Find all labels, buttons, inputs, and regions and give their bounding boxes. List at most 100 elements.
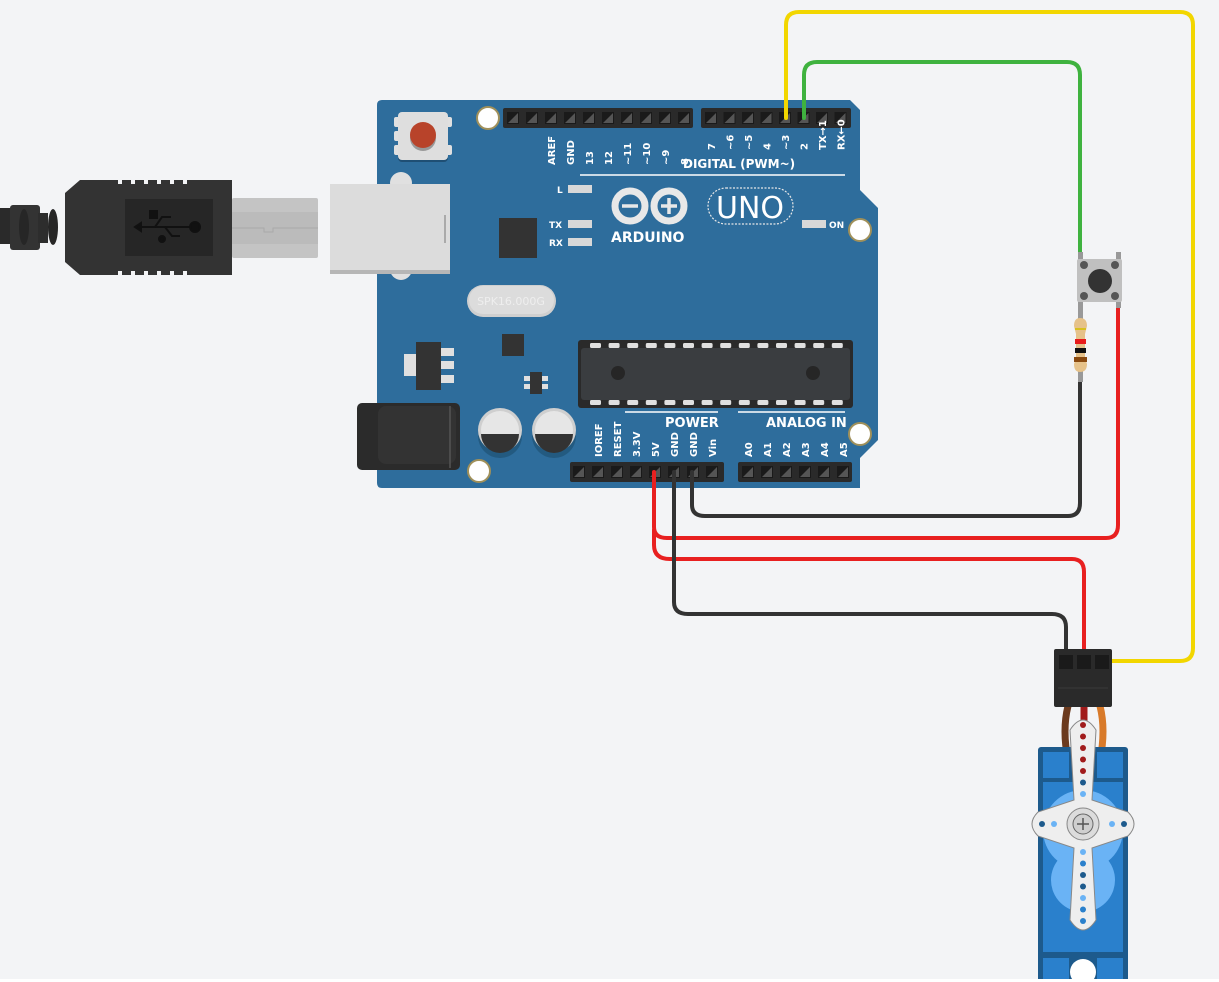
digital-pin-label: 13 [585,151,596,165]
analog-pin-label: A4 [820,442,831,457]
analog-pin-label: A0 [744,442,755,457]
analog-header-label: ANALOG IN [766,416,847,431]
digital-pin-socket[interactable] [602,112,614,124]
digital-pin-socket[interactable] [678,112,690,124]
digital-pin-socket[interactable] [742,112,754,124]
small-chip [502,334,524,356]
power-header-label: POWER [665,416,719,431]
power-pin-label: 3.3V [632,431,643,457]
mounting-hole [476,106,500,130]
digital-pin-label: ~6 [726,135,737,150]
digital-pin-socket[interactable] [564,112,576,124]
digital-pin-label: ~5 [744,135,755,150]
power-pin-socket[interactable] [573,466,585,478]
digital-pin-socket[interactable] [659,112,671,124]
analog-pin-label: A2 [782,442,793,457]
power-pin-label: RESET [613,421,624,457]
led-on: ON [802,220,844,231]
transistor [524,372,548,394]
digital-pin-label: 4 [763,143,774,150]
digital-pin-socket[interactable] [760,112,773,124]
resistor[interactable] [1074,318,1087,382]
digital-pin-label: ~3 [781,135,792,150]
usb-icon [133,210,201,243]
digital-pin-socket[interactable] [545,112,557,124]
servo-motor[interactable] [1031,649,1135,982]
usb-cable[interactable] [0,180,318,275]
digital-pin-label: 12 [604,151,615,165]
digital-pin-socket[interactable] [583,112,595,124]
mounting-hole [848,218,872,242]
power-pin-socket[interactable] [611,466,623,478]
digital-pin-label: GND [566,140,577,165]
svg-text:RX: RX [549,239,563,249]
servo-horn[interactable] [1031,719,1135,931]
digital-pin-socket[interactable] [640,112,652,124]
digital-pin-socket[interactable] [507,112,519,124]
arduino-logo-icon [611,187,688,225]
digital-pin-label: RX←0 [837,119,848,150]
power-pin-label: Vin [708,439,719,457]
digital-pin-label: TX→1 [818,120,829,150]
digital-pin-socket[interactable] [526,112,538,124]
mounting-hole [848,422,872,446]
usb-controller-chip [499,218,537,258]
digital-pin-socket[interactable] [723,112,736,124]
digital-pin-socket[interactable] [621,112,633,124]
pushbutton[interactable] [1077,252,1122,326]
digital-header [503,108,851,128]
analog-pin-label: A5 [839,442,850,457]
svg-text:L: L [557,186,563,196]
analog-pin-label: A3 [801,442,812,457]
digital-pin-socket[interactable] [705,112,717,124]
reset-button[interactable] [394,112,452,162]
analog-pin-label: A1 [763,442,774,457]
voltage-regulator [404,342,454,390]
usb-port [330,172,450,280]
analog-pin-socket[interactable] [837,466,849,478]
led-tx: TX [549,220,592,231]
digital-pin-label: AREF [547,136,558,165]
digital-pin-label: ~11 [623,143,634,165]
analog-pin-socket[interactable] [818,466,830,478]
digital-pin-label: ~9 [661,150,672,165]
wire-black-gnd-servo[interactable] [672,470,1068,657]
analog-pin-socket[interactable] [780,466,792,478]
svg-text:TX: TX [549,221,562,231]
svg-text:SPK16.000G: SPK16.000G [477,295,545,308]
power-header [570,462,724,482]
crystal: SPK16.000G [467,285,556,317]
wire-red-5v-servo[interactable] [652,528,1086,657]
power-pin-label: GND [689,432,700,457]
digital-pin-socket[interactable] [816,112,828,124]
digital-pin-label: 2 [800,143,811,150]
canvas-bottom-edge [0,979,1219,982]
analog-pin-socket[interactable] [761,466,773,478]
dc-power-jack [357,403,460,470]
power-pin-label: 5V [651,442,662,457]
uno-badge: UNO [707,187,794,226]
servo-connector [1054,649,1112,707]
led-l: L [557,185,592,196]
analog-pin-socket[interactable] [799,466,811,478]
svg-text:UNO: UNO [716,191,784,226]
power-pin-label: IOREF [594,423,605,457]
led-rx: RX [549,238,592,249]
power-pin-label: GND [670,432,681,457]
wire-green-d2-button[interactable] [802,60,1082,254]
arduino-logo-text: ARDUINO [611,230,685,246]
capacitor [532,408,576,458]
digital-pin-label: 7 [707,143,718,150]
power-pin-socket[interactable] [630,466,642,478]
analog-pin-socket[interactable] [742,466,754,478]
wire-black-gnd-resistor[interactable] [690,378,1082,518]
wire-yellow-d3-servo[interactable] [784,10,1195,663]
power-pin-socket[interactable] [706,466,718,478]
digital-pin-label: ~10 [642,143,653,165]
svg-text:ON: ON [829,221,844,231]
analog-header [738,462,852,482]
digital-pin-socket[interactable] [834,112,847,124]
power-pin-socket[interactable] [592,466,604,478]
